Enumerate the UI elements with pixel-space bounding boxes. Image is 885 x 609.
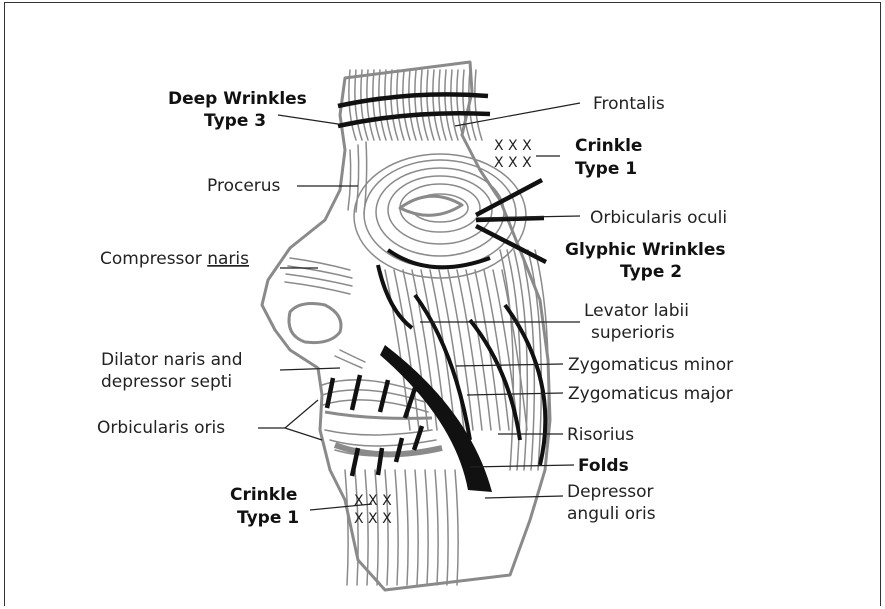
label-glyphic-wrinkles-type: Type 2 [620, 262, 682, 282]
label-levator-2: superioris [591, 323, 675, 343]
label-zygomaticus-minor: Zygomaticus minor [568, 355, 733, 375]
label-depressor: Depressor [567, 482, 654, 502]
label-dilator: Dilator naris and [101, 350, 243, 370]
label-risorius: Risorius [567, 425, 634, 445]
label-procerus: Procerus [207, 176, 281, 196]
nostril [289, 304, 341, 343]
label-deep-wrinkles: Deep Wrinkles [168, 89, 307, 109]
label-dilator-2: depressor septi [101, 372, 232, 392]
label-compressor-naris: Compressor naris [100, 249, 249, 269]
label-deep-wrinkles-type: Type 3 [204, 111, 266, 131]
label-crinkle-bottom-type: Type 1 [237, 508, 299, 528]
label-glyphic-wrinkles: Glyphic Wrinkles [565, 240, 726, 260]
label-zygomaticus-major: Zygomaticus major [568, 384, 733, 404]
crinkle-x-bottom-row-1: X X X [354, 493, 392, 509]
label-folds: Folds [578, 456, 629, 476]
label-levator: Levator labii [584, 301, 689, 321]
crinkle-x-top-row-2: X X X [494, 155, 532, 171]
label-crinkle-bottom: Crinkle [230, 485, 297, 505]
crinkle-x-bottom-row-2: X X X [354, 511, 392, 527]
label-orbicularis-oris: Orbicularis oris [97, 418, 225, 438]
label-crinkle-top: Crinkle [575, 136, 642, 156]
label-orbicularis-oculi: Orbicularis oculi [590, 208, 727, 228]
label-frontalis: Frontalis [593, 94, 665, 114]
crinkle-x-top-row-1: X X X [494, 138, 532, 154]
label-crinkle-top-type: Type 1 [575, 159, 637, 179]
label-depressor-2: anguli oris [567, 504, 656, 524]
